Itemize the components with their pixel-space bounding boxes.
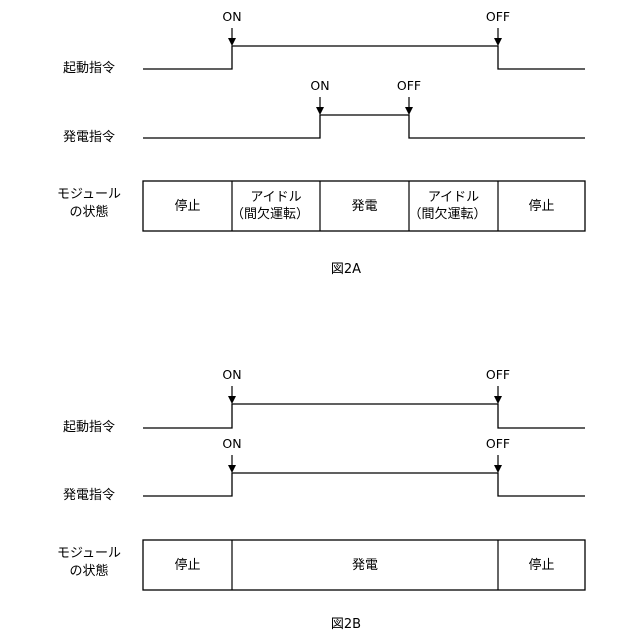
- start-off-arrow: [494, 386, 502, 404]
- state-label: 発電: [352, 557, 378, 574]
- gen-off-arrow: [494, 455, 502, 473]
- generation-command-label: 発電指令: [34, 488, 144, 504]
- generation-command-waveform: [143, 473, 585, 496]
- start-on-arrow: [228, 386, 236, 404]
- start-off-label: OFF: [478, 368, 518, 382]
- state-label: 停止: [174, 557, 200, 574]
- state-cell-stop: 停止: [498, 540, 585, 590]
- start-command-label: 起動指令: [34, 420, 144, 436]
- figure-2b-caption: 図2B: [296, 613, 396, 632]
- start-command-waveform: [143, 404, 585, 428]
- start-on-label: ON: [212, 368, 252, 382]
- state-cell-generating: 発電: [232, 540, 498, 590]
- state-label: 停止: [528, 557, 554, 574]
- module-state-label-line2: の状態: [34, 564, 144, 580]
- state-cell-stop: 停止: [143, 540, 232, 590]
- gen-on-arrow: [228, 455, 236, 473]
- gen-off-label: OFF: [478, 437, 518, 451]
- module-state-label-line1: モジュール: [34, 546, 144, 562]
- gen-on-label: ON: [212, 437, 252, 451]
